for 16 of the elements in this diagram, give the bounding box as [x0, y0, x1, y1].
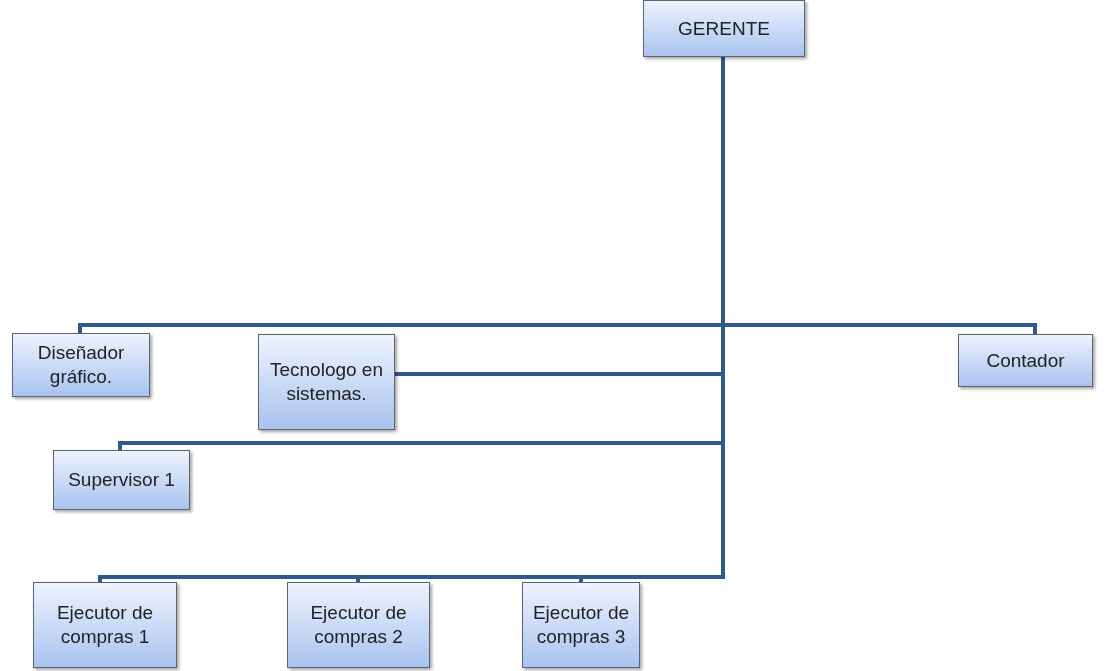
position-box	[33, 582, 177, 668]
position-title: Tecnologo en sistemas.	[268, 358, 384, 406]
position-title: Ejecutor de compras 3	[531, 601, 631, 649]
position-title: Supervisor 1	[68, 468, 175, 492]
position-box	[643, 0, 805, 57]
position-title: Ejecutor de compras 2	[309, 601, 408, 649]
position-box	[258, 334, 395, 430]
position-box	[287, 582, 430, 668]
position-box	[12, 333, 150, 397]
position-title: GERENTE	[678, 16, 770, 41]
position-box	[53, 450, 190, 510]
position-box	[958, 334, 1093, 387]
position-title: Diseñador gráfico.	[36, 341, 126, 389]
position-title: Ejecutor de compras 1	[55, 601, 155, 649]
position-box	[522, 582, 640, 668]
position-title: Contador	[986, 348, 1065, 373]
